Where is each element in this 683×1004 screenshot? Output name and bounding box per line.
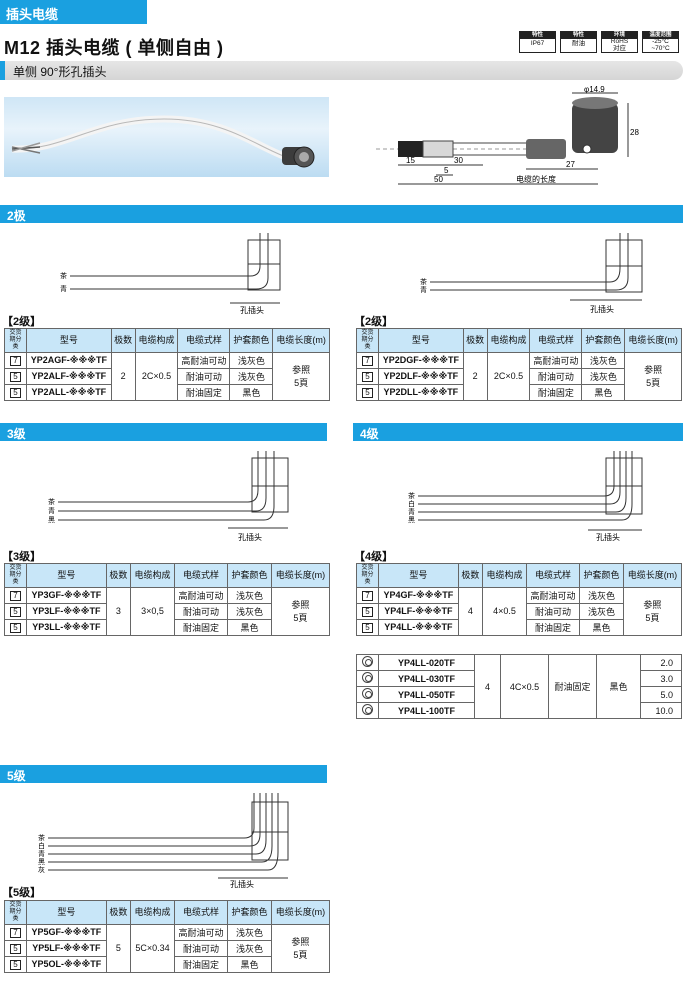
table-row: 5 YP5LF-※※※TF 耐油可动 浅灰色	[4, 939, 330, 957]
badge-oil: 特性耐油	[560, 31, 597, 53]
table-row: 7 YP3GF-※※※TF 3 3×0,5 高耐油可动 浅灰色 参照 5頁	[4, 586, 331, 636]
table-row: 5 YP5OL-※※※TF 耐油固定 黑色	[4, 955, 330, 973]
wire-color: 白	[408, 499, 415, 508]
spec-table-4pole-fixed: YP4LL-020TF 4 4C×0.5 耐油固定 黑色 2.0 YP4LL-0…	[356, 654, 682, 719]
stock-circle-icon	[362, 704, 373, 715]
wire-color: 黑	[408, 516, 415, 524]
dimension-drawing: φ14.9 28 27 15 30 5 50 电缆的长度	[376, 83, 676, 193]
table-caption: 【3级】	[2, 551, 42, 563]
dim-length: 电缆的长度	[516, 174, 556, 184]
product-photo	[4, 97, 329, 177]
table-row: 7 YP4GF-※※※TF 4 4×0.5 高耐油可动 浅灰色 参照 5頁	[356, 586, 683, 636]
connector-label: 孔插头	[596, 532, 620, 542]
wire-color: 青	[38, 849, 45, 858]
table-row: 5 YP2ALF-※※※TF 耐油可动 浅灰色	[4, 367, 330, 385]
table-caption: 【5级】	[2, 887, 42, 899]
wire-color: 黑	[38, 858, 45, 866]
dim-30: 30	[454, 156, 463, 165]
spec-table-5pole: 交货期分类 型号 极数 电缆构成 电缆式样 护套颜色 电缆长度(m) 7 YP5…	[4, 900, 331, 973]
table-caption: 【2级】	[2, 316, 42, 328]
connector-label: 孔插头	[238, 532, 262, 542]
dim-15: 15	[406, 156, 415, 165]
stock-circle-icon	[362, 656, 373, 667]
wire-color: 茶	[408, 491, 415, 500]
dim-27: 27	[566, 160, 575, 169]
table-row: 5 YP3LL-※※※TF 耐油固定 黑色	[4, 618, 330, 636]
dim-50: 50	[434, 175, 443, 184]
wire-color: 青	[408, 507, 415, 516]
wiring-5pole: 茶 白 青 黑 灰 孔插头	[38, 788, 308, 889]
table-row: 5 YP4LF-※※※TF 耐油可动 浅灰色	[356, 602, 682, 620]
table-row: 7 YP2DGF-※※※TF 2 2C×0.5 高耐油可动 浅灰色 参照 5頁	[356, 351, 682, 401]
wire-color: 白	[38, 841, 45, 850]
dim-phi: φ14.9	[584, 85, 605, 94]
section-5pole: 5级	[0, 765, 327, 783]
table-caption: 【4级】	[354, 551, 394, 563]
table-row: YP4LL-050TF 5.0	[356, 686, 682, 703]
wiring-2pole-a: 茶 青 孔插头	[60, 228, 300, 316]
wire-color: 青	[48, 506, 55, 515]
table-row: 7 YP2AGF-※※※TF 2 2C×0.5 高耐油可动 浅灰色 参照 5頁	[4, 351, 330, 401]
table-row: 7 YP5GF-※※※TF 5 5C×0.34 高耐油可动 浅灰色 参照 5頁	[4, 923, 331, 973]
table-caption: 【2级】	[354, 316, 394, 328]
wire-color: 茶	[420, 277, 427, 286]
section-3pole: 3级	[0, 423, 327, 441]
wiring-3pole: 茶 青 黑 孔插头	[48, 446, 308, 546]
wire-color: 茶	[60, 271, 67, 280]
wire-color: 黑	[48, 516, 55, 524]
stock-circle-icon	[362, 672, 373, 683]
table-row: 5 YP2DLL-※※※TF 耐油固定 黑色	[356, 383, 682, 401]
section-2pole: 2极	[0, 205, 683, 223]
dim-28: 28	[630, 128, 639, 137]
section-4pole: 4级	[353, 423, 683, 441]
spec-table-4pole: 交货期分类 型号 极数 电缆构成 电缆式样 护套颜色 电缆长度(m) 7 YP4…	[356, 563, 683, 636]
wiring-4pole: 茶 白 青 黑 孔插头	[408, 446, 668, 546]
table-row: YP4LL-100TF 10.0	[356, 702, 682, 719]
connector-label: 孔插头	[240, 305, 264, 315]
table-row: 5 YP2ALL-※※※TF 耐油固定 黑色	[4, 383, 330, 401]
wire-color: 青	[60, 284, 67, 293]
badge-temp: 温度范围-25°C ~70°C	[642, 31, 679, 53]
connector-label: 孔插头	[230, 879, 254, 888]
dim-5: 5	[444, 166, 449, 175]
wire-color: 灰	[38, 865, 45, 874]
wire-color: 茶	[38, 833, 45, 842]
wire-color: 茶	[48, 497, 55, 506]
table-row: 5 YP4LL-※※※TF 耐油固定 黑色	[356, 618, 682, 636]
wire-color: 青	[420, 285, 427, 294]
spec-table-2pole-b: 交货期分类 型号 极数 电缆构成 电缆式样 护套颜色 电缆长度(m) 7 YP2…	[356, 328, 682, 401]
category-tab: 插头电缆	[0, 0, 147, 24]
table-row: YP4LL-020TF 4 4C×0.5 耐油固定 黑色 2.0	[356, 654, 682, 719]
subtitle-bar: 单侧 90°形孔插头	[0, 61, 683, 80]
page-title: M12 插头电缆 ( 单侧自由 )	[4, 38, 224, 58]
wiring-2pole-b: 茶 青 孔插头	[420, 228, 660, 316]
cable-image	[11, 115, 315, 168]
connector-label: 孔插头	[590, 304, 614, 314]
spec-table-2pole-a: 交货期分类 型号 极数 电缆构成 电缆式样 护套颜色 电缆长度(m) 7 YP2…	[4, 328, 330, 401]
spec-table-3pole: 交货期分类 型号 极数 电缆构成 电缆式样 护套颜色 电缆长度(m) 7 YP3…	[4, 563, 331, 636]
stock-circle-icon	[362, 688, 373, 699]
